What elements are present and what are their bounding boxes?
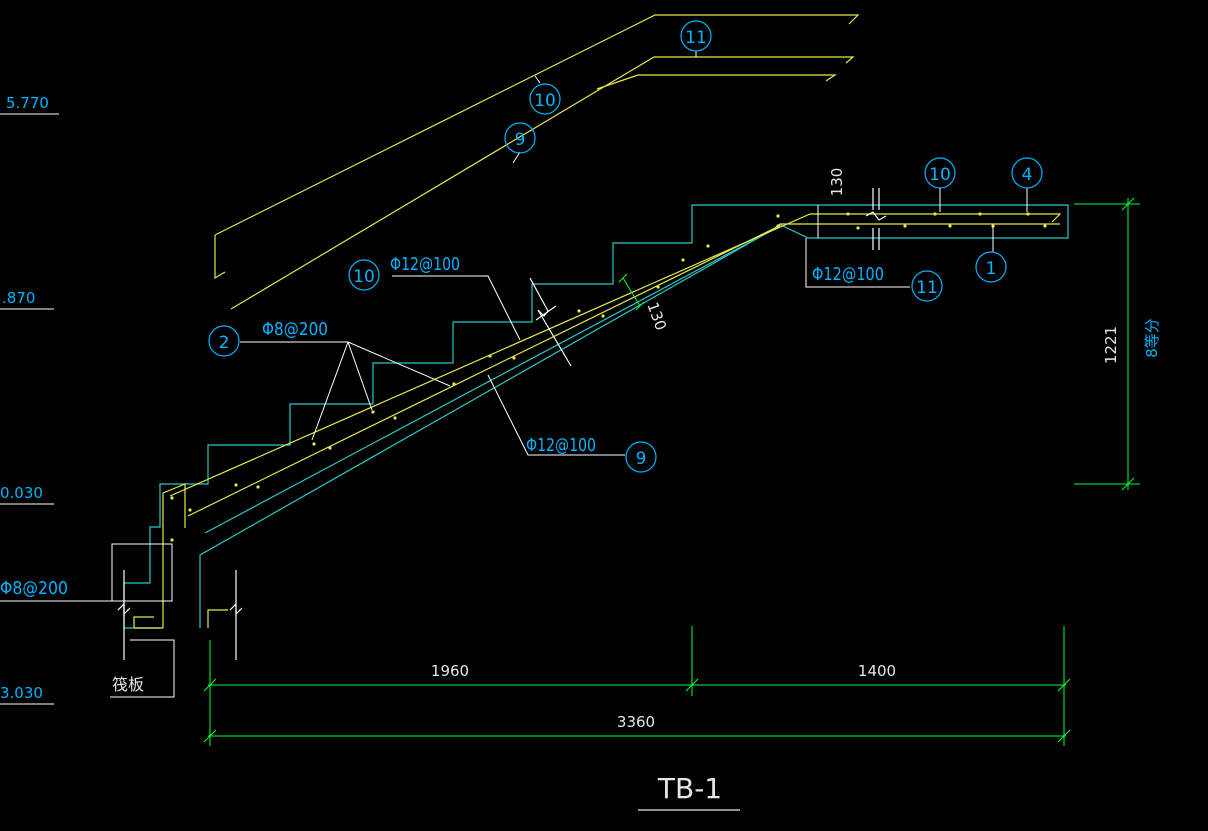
bubble-11-top: 11 xyxy=(685,28,707,48)
callout-bubbles xyxy=(208,20,1043,473)
slab-soffit xyxy=(204,225,781,534)
rebar-dots xyxy=(170,212,1047,542)
leader-lines xyxy=(0,51,1028,705)
bubble-10-landing: 10 xyxy=(929,165,951,185)
slab-rebar xyxy=(133,213,1062,629)
elevation-labels: 5.770 .870 0.030 3.030 xyxy=(0,94,49,702)
label-phi12-upper: Φ12@100 xyxy=(390,254,460,275)
bubble-numbers: 11 10 9 10 4 1 11 2 10 9 xyxy=(219,28,1033,469)
title-block: TB-1 xyxy=(638,772,740,811)
break-marks xyxy=(117,188,887,660)
elevation-5770: 5.770 xyxy=(6,94,49,112)
bubble-4-landing: 4 xyxy=(1022,165,1033,185)
bubble-9-flight: 9 xyxy=(636,449,647,469)
dim-130-landing: 130 xyxy=(828,168,846,197)
dim-1400: 1400 xyxy=(858,662,896,680)
concrete-outline xyxy=(123,204,1069,629)
label-phi12-landing: Φ12@100 xyxy=(812,264,884,285)
bubble-1-landing: 1 xyxy=(986,259,997,279)
bubble-2: 2 xyxy=(219,333,230,353)
dimension-lines xyxy=(203,197,1140,746)
elevation-870: .870 xyxy=(2,289,35,307)
drawing-title: TB-1 xyxy=(657,772,722,805)
dim-3360: 3360 xyxy=(617,713,655,731)
bubble-10-top: 10 xyxy=(534,91,556,111)
elevation-0030: 0.030 xyxy=(0,484,43,502)
foundation-label: 筏板 xyxy=(112,675,144,694)
elevation-3030: 3.030 xyxy=(0,684,43,702)
rebar-annotations: Φ12@100 Φ8@200 Φ12@100 Φ12@100 Φ8@200 xyxy=(0,254,884,599)
label-phi8-left: Φ8@200 xyxy=(262,319,328,340)
bubble-11-landing: 11 xyxy=(916,278,938,298)
bubble-9-top: 9 xyxy=(515,130,526,150)
upper-flight-rebar xyxy=(214,14,860,310)
label-phi12-lower: Φ12@100 xyxy=(526,435,596,456)
label-phi8-base: Φ8@200 xyxy=(0,578,68,599)
dim-130-slab: 130 xyxy=(643,300,670,333)
slab-thickness-dim xyxy=(618,273,645,311)
dim-height-note: 8等分 xyxy=(1143,318,1161,358)
dim-1221: 1221 xyxy=(1102,326,1120,364)
dim-1960: 1960 xyxy=(431,662,469,680)
bubble-10-flight: 10 xyxy=(353,267,375,287)
